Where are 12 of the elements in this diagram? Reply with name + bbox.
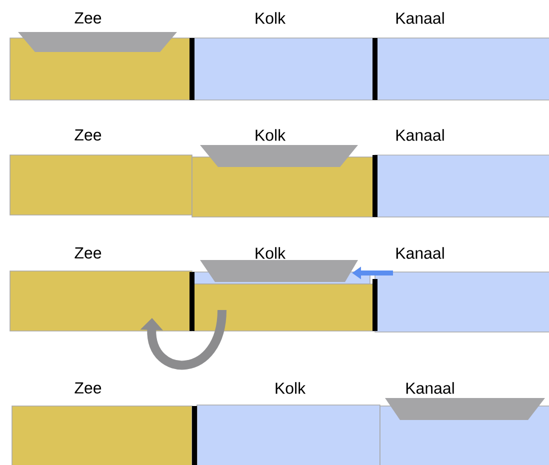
region-label: Zee <box>74 382 102 394</box>
region-label: Zee <box>74 129 102 141</box>
region-label: Zee <box>74 12 102 24</box>
region-label: Kanaal <box>396 129 444 141</box>
region-label: Kolk <box>256 129 286 141</box>
region-label: Kanaal <box>396 12 444 24</box>
region-label: Kanaal <box>396 247 444 259</box>
region-label: Kolk <box>256 12 286 24</box>
region-label: Kolk <box>276 382 306 394</box>
region-label: Zee <box>74 247 102 259</box>
region-label: Kolk <box>256 247 286 259</box>
region-label: Kanaal <box>406 382 454 394</box>
